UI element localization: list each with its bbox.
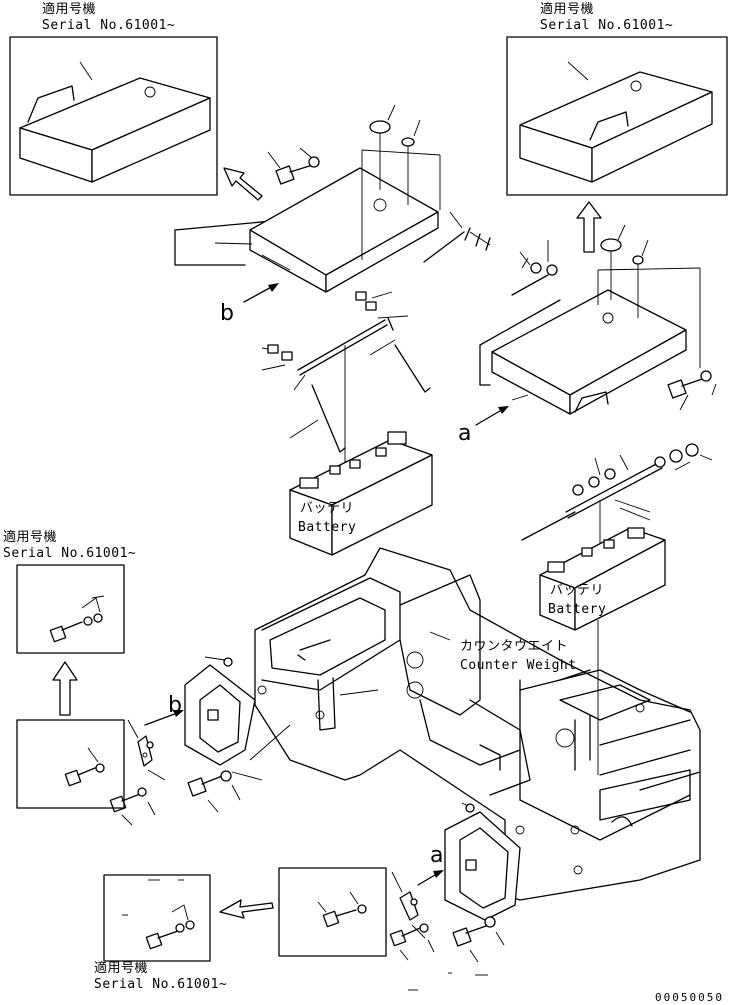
battery-right-label-jp: バッテリ xyxy=(550,583,604,598)
battery-clamp-right xyxy=(521,443,713,560)
view-a-label-side: a xyxy=(430,843,443,868)
battery-cover-left: b xyxy=(174,104,491,326)
inset-left-serial-label: Serial No.61001~ xyxy=(3,546,136,561)
inset-bl-serial-label: Serial No.61001~ xyxy=(94,977,227,992)
inset-bottom-middle-frame xyxy=(278,867,387,957)
inset-top-right: 適用号機 Serial No.61001~ xyxy=(506,1,728,196)
inset-tr-frame xyxy=(506,36,728,196)
inset-left-frame xyxy=(16,564,125,654)
counterweight: カウンタウエイト Counter Weight xyxy=(254,547,701,901)
arrow-to-top-left-inset xyxy=(223,167,263,201)
battery-right: バッテリ Battery xyxy=(539,527,666,631)
inset-tr-serial-label: Serial No.61001~ xyxy=(540,18,673,33)
view-b-label-top: b xyxy=(220,301,234,326)
inset-left-lower-frame xyxy=(16,719,125,809)
inset-tl-battery-cover xyxy=(19,61,211,183)
inset-tr-battery-cover xyxy=(519,61,713,183)
inset-bottom-left: 適用号機 Serial No.61001~ xyxy=(94,874,227,992)
battery-right-label-en: Battery xyxy=(548,602,606,617)
inset-top-left: 適用号機 Serial No.61001~ xyxy=(9,1,218,196)
drawing-code: 00050050 xyxy=(655,991,724,1004)
inset-bottom-middle xyxy=(278,867,387,957)
inset-tl-frame xyxy=(9,36,218,196)
battery-left-label-jp: バッテリ xyxy=(300,501,354,516)
battery-left-label-en: Battery xyxy=(298,520,356,535)
side-cover-plate-right: a xyxy=(389,802,521,963)
inset-tr-applicable-label: 適用号機 xyxy=(540,1,594,17)
arrow-to-left-inset xyxy=(52,661,78,716)
inset-tl-serial-label: Serial No.61001~ xyxy=(42,18,175,33)
battery-cover-right: a xyxy=(458,224,717,446)
arrow-to-top-right-inset xyxy=(576,201,602,253)
counterweight-label-jp: カウンタウエイト xyxy=(460,639,568,654)
inset-tl-applicable-label: 適用号機 xyxy=(42,1,96,17)
view-a-label-top: a xyxy=(458,421,471,446)
inset-bl-applicable-label: 適用号機 xyxy=(94,960,148,976)
arrow-to-bottom-left-inset xyxy=(219,899,274,919)
inset-left-lower xyxy=(16,719,125,809)
battery-left: バッテリ Battery xyxy=(289,431,433,556)
side-cover-plate-left: b xyxy=(109,656,291,826)
misc-marks xyxy=(408,972,488,991)
counterweight-label-en: Counter Weight xyxy=(460,658,577,673)
battery-clamp-left xyxy=(261,291,431,470)
inset-left: 適用号機 Serial No.61001~ xyxy=(3,529,136,654)
inset-left-applicable-label: 適用号機 xyxy=(3,529,57,545)
inset-bottom-left-frame xyxy=(103,874,211,962)
